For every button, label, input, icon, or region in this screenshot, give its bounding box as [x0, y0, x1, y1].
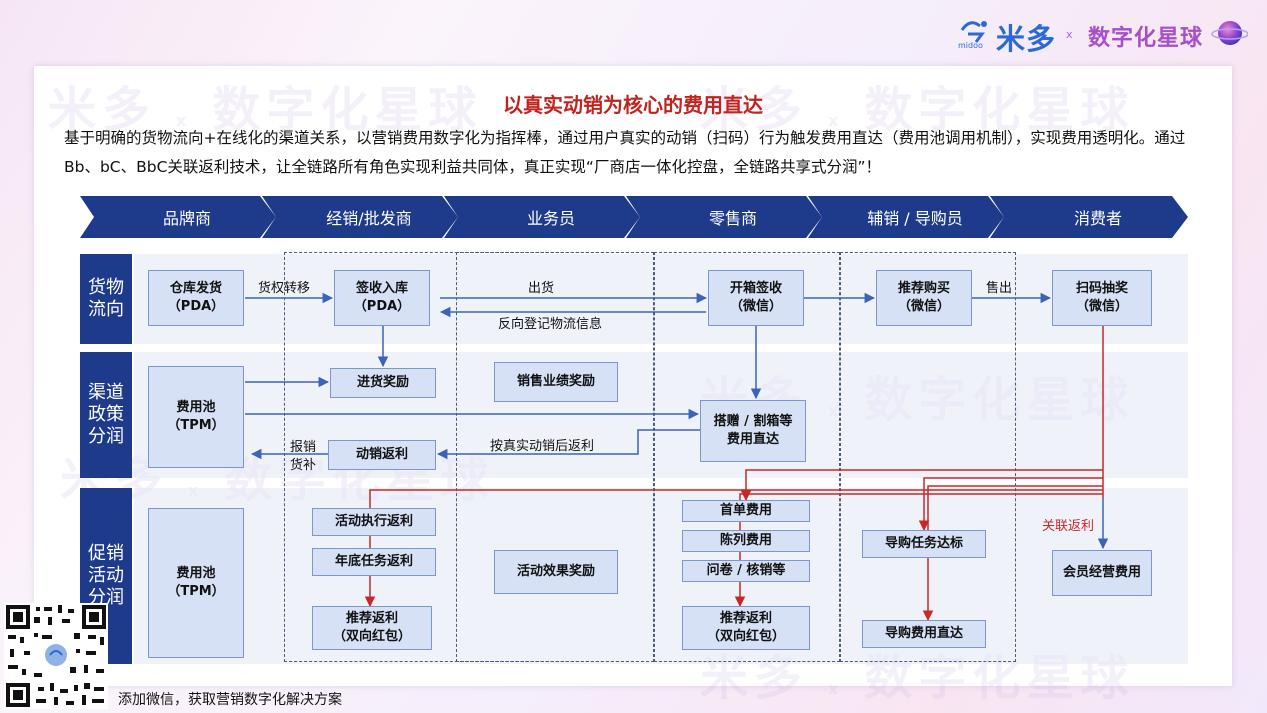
chevron-shape — [808, 196, 1004, 238]
footer-cta: 添加微信，获取营销数字化解决方案 — [118, 692, 342, 708]
dashed-frame-guide — [840, 252, 1016, 662]
box-recommend-buy: 推荐购买（微信） — [876, 270, 972, 326]
box-member-fee: 会员经营费用 — [1052, 550, 1152, 596]
brand-logo: midoo 米多 x 数字化星球 — [958, 14, 1258, 56]
intro-paragraph: 基于明确的货物流向+在线化的渠道关系，以营销费用数字化为指挥棒，通过用户真实的动… — [64, 129, 1186, 176]
row-band-channel — [134, 352, 1188, 478]
stage-consumer: 消费者 — [990, 196, 1188, 238]
box-recommend-rebate-distributor: 推荐返利（双向红包） — [312, 606, 432, 650]
box-activity-rebate: 活动执行返利 — [312, 508, 436, 536]
chevron-shape — [262, 196, 458, 238]
label-by-sales: 按真实动销后返利 — [490, 439, 595, 454]
chevron-shape — [990, 196, 1188, 238]
chevron-shape — [444, 196, 640, 238]
midoo-logo-icon — [960, 21, 987, 43]
page-title: 以真实动销为核心的费用直达 — [503, 93, 763, 117]
row-band-goods — [134, 254, 1188, 344]
box-fee-pool-promo: 费用池（TPM） — [148, 508, 244, 658]
box-sell-rebate: 动销返利 — [328, 440, 436, 470]
planet-icon — [1211, 21, 1248, 45]
box-fee-pool-channel: 费用池（TPM） — [148, 366, 244, 468]
label-reimburse-2: 货补 — [290, 458, 317, 473]
box-display-fee: 陈列费用 — [682, 530, 810, 552]
label-ship: 出货 — [528, 281, 555, 296]
label-linked-rebate: 关联返利 — [1042, 519, 1095, 534]
box-year-task-rebate: 年底任务返利 — [312, 548, 436, 576]
box-questionnaire: 问卷 / 核销等 — [682, 560, 810, 582]
box-recommend-rebate-retailer: 推荐返利（双向红包） — [682, 606, 810, 650]
box-receive-store: 签收入库（PDA） — [334, 270, 430, 326]
label-reimburse-1: 报销 — [290, 440, 317, 455]
label-sold: 售出 — [986, 281, 1013, 296]
row-label-goods: 货物流向 — [80, 254, 132, 344]
row-band-promo — [134, 488, 1188, 664]
box-purchase-reward: 进货奖励 — [330, 368, 436, 398]
box-scan-prize: 扫码抽奖（微信） — [1052, 270, 1152, 326]
red-to-guide-fee — [922, 485, 1103, 622]
box-sales-reward: 销售业绩奖励 — [494, 362, 618, 402]
red-to-guide-task — [918, 477, 1103, 532]
stage-distributor: 经销/批发商 — [262, 196, 458, 238]
qr-code-icon[interactable] — [4, 603, 108, 709]
box-activity-effect: 活动效果奖励 — [494, 550, 618, 594]
chevron-shape — [626, 196, 822, 238]
brand-sub: midoo — [958, 41, 983, 50]
box-warehouse-ship: 仓库发货（PDA） — [148, 270, 244, 326]
arrow-by-sales — [436, 429, 700, 460]
dashed-frame-salesman — [456, 252, 654, 662]
chevron-shape — [80, 196, 276, 238]
stage-brand: 品牌商 — [80, 196, 276, 238]
label-reverse: 反向登记物流信息 — [498, 317, 603, 332]
row-label-channel: 渠道政策分润 — [80, 352, 132, 478]
stage-guide: 辅销 / 导购员 — [808, 196, 1004, 238]
brand-name-midoo: 米多 — [996, 22, 1057, 56]
brand-name-planet: 数字化星球 — [1088, 26, 1204, 51]
stage-retailer: 零售商 — [626, 196, 822, 238]
box-guide-task: 导购任务达标 — [862, 530, 986, 558]
brand-separator: x — [1066, 28, 1073, 41]
label-transfer: 货权转移 — [258, 281, 311, 296]
box-gift-direct: 搭赠 / 割箱等费用直达 — [700, 400, 806, 462]
box-first-order: 首单费用 — [682, 500, 810, 522]
box-open-box-sign: 开箱签收（微信） — [708, 270, 804, 326]
dashed-frame-retailer — [654, 252, 840, 662]
stage-salesman: 业务员 — [444, 196, 640, 238]
box-guide-fee: 导购费用直达 — [862, 620, 986, 648]
